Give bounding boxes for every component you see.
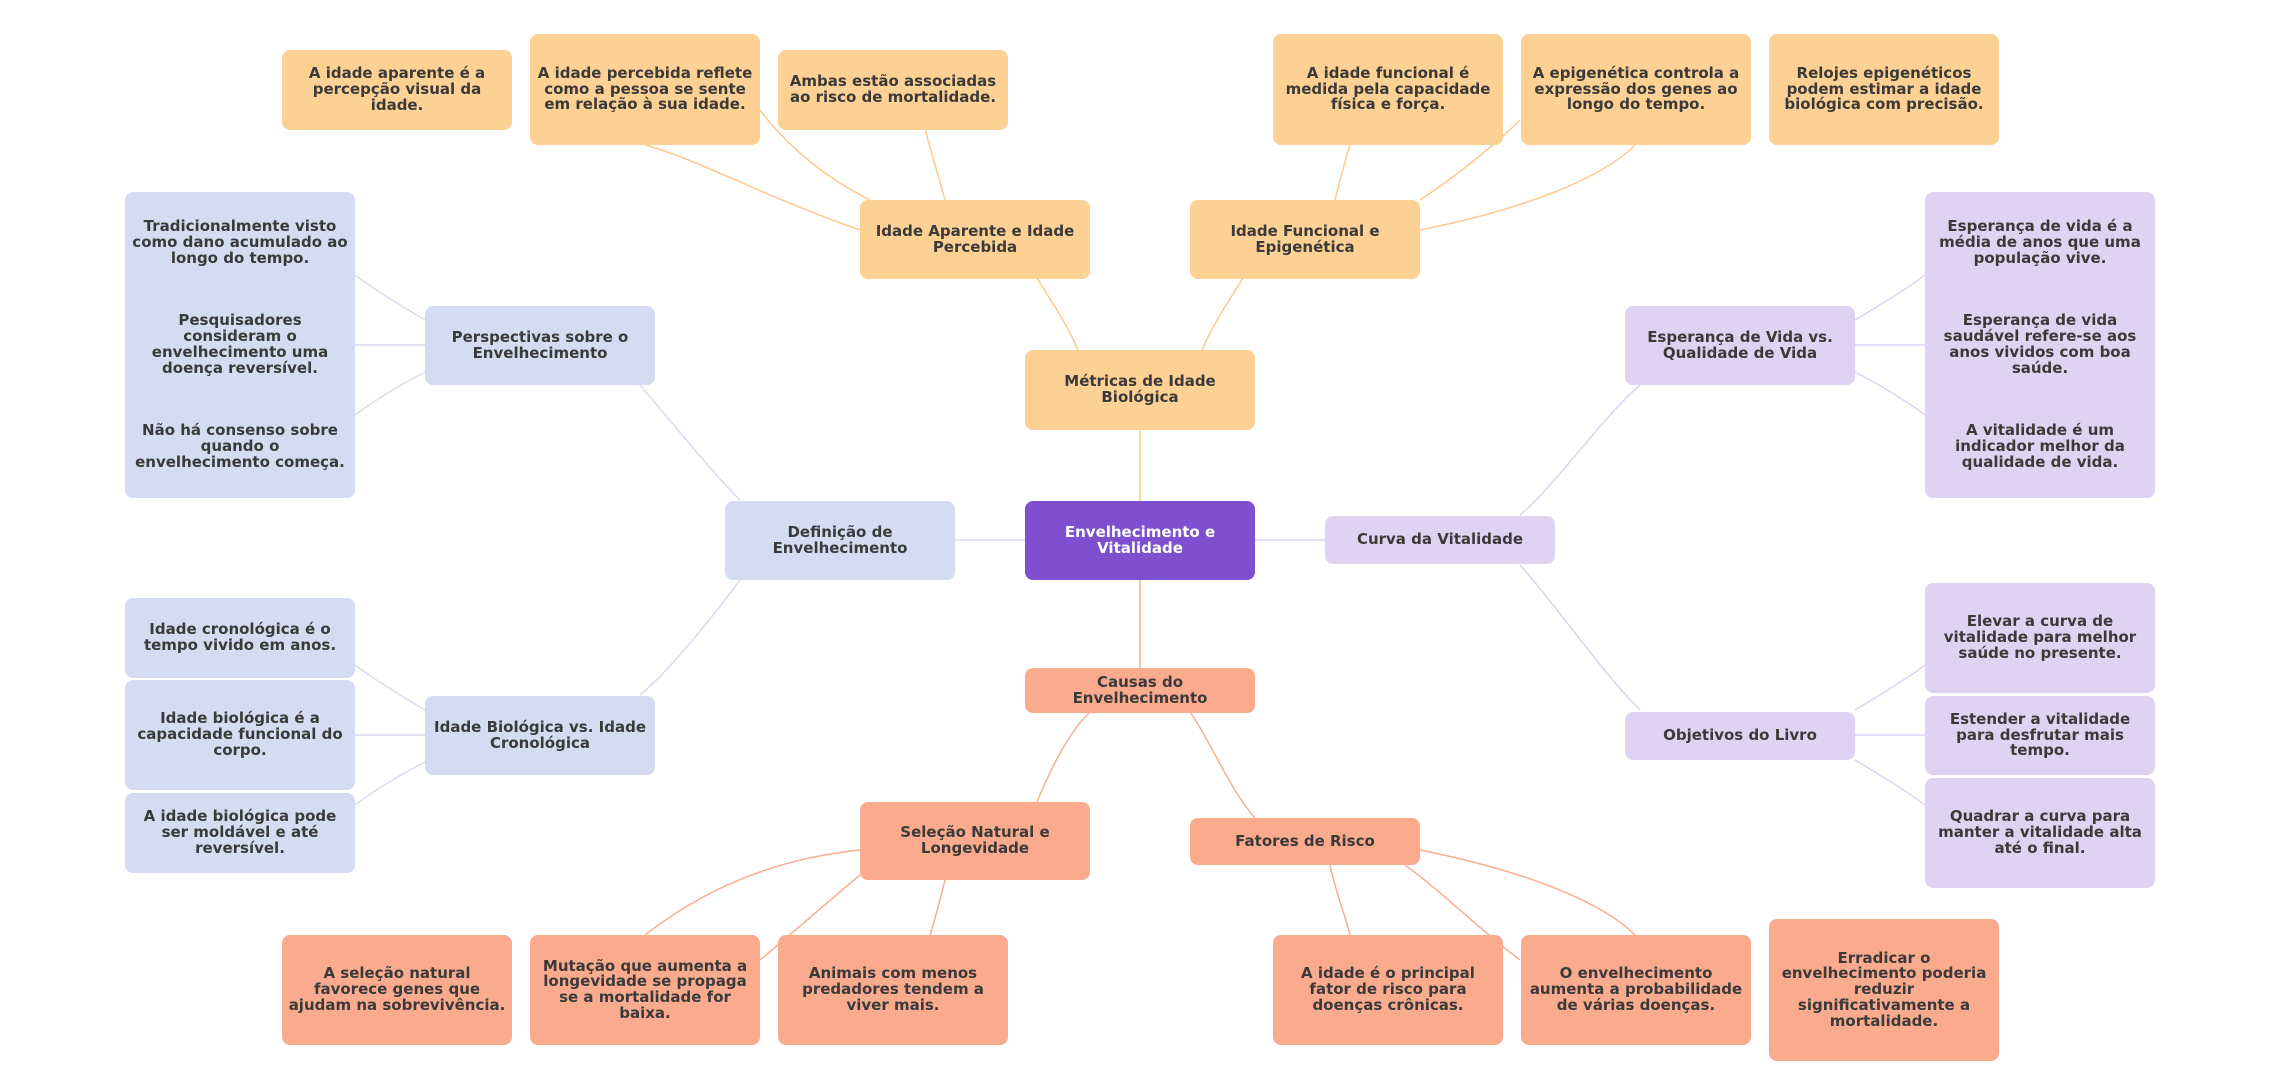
link-fatores-leaf1 bbox=[1329, 864, 1351, 936]
node-fatores[interactable]: Fatores de Risco bbox=[1190, 818, 1420, 865]
node-definicao[interactable]: Definição de Envelhecimento bbox=[725, 501, 955, 580]
node-definicao-label: Definição de Envelhecimento bbox=[772, 522, 908, 557]
link-definicao-perspectivas bbox=[639, 384, 741, 501]
leaf-perspectivas-group: Tradicionalmente visto como dano acumula… bbox=[125, 192, 355, 498]
leaf-selecao-2[interactable]: Mutação que aumenta a longevidade se pro… bbox=[530, 935, 760, 1045]
node-biologica-label: Idade Biológica vs. Idade Cronológica bbox=[434, 717, 646, 752]
root-label: Envelhecimento e Vitalidade bbox=[1064, 522, 1216, 557]
link-perspectivas-leaf1 bbox=[354, 274, 426, 321]
node-perspectivas-label: Perspectivas sobre o Envelhecimento bbox=[451, 327, 629, 362]
node-metricas[interactable]: Métricas de Idade Biológica bbox=[1025, 350, 1255, 430]
link-causas-fatores bbox=[1189, 711, 1256, 819]
node-causas[interactable]: Causas do Envelhecimento bbox=[1025, 668, 1255, 713]
leaf-funcional-3[interactable]: Relojes epigenéticos podem estimar a ida… bbox=[1769, 34, 1999, 145]
link-funcional-leaf1 bbox=[1334, 144, 1351, 201]
leaf-esperanca-1[interactable]: Esperança de vida é a média de anos que … bbox=[1939, 217, 2141, 267]
node-perspectivas[interactable]: Perspectivas sobre o Envelhecimento bbox=[425, 306, 655, 385]
leaf-perspectivas-3[interactable]: Não há consenso sobre quando o envelheci… bbox=[135, 421, 345, 471]
leaf-esperanca-2[interactable]: Esperança de vida saudável refere-se aos… bbox=[1943, 311, 2137, 377]
node-selecao-label: Seleção Natural e Longevidade bbox=[900, 823, 1050, 857]
node-funcional-label: Idade Funcional e Epigenética bbox=[1230, 221, 1380, 256]
leaf-biologica-2[interactable]: Idade biológica é a capacidade funcional… bbox=[125, 680, 355, 790]
leaf-objetivos-3[interactable]: Quadrar a curva para manter a vitalidade… bbox=[1925, 778, 2155, 888]
node-fatores-label: Fatores de Risco bbox=[1235, 831, 1375, 850]
leaf-perspectivas-2[interactable]: Pesquisadores consideram o envelheciment… bbox=[151, 311, 329, 377]
node-biologica[interactable]: Idade Biológica vs. Idade Cronológica bbox=[425, 696, 655, 775]
link-funcional-leaf3 bbox=[1419, 144, 1636, 231]
link-curva-objetivos bbox=[1519, 564, 1641, 711]
node-aparente[interactable]: Idade Aparente e Idade Percebida bbox=[860, 200, 1090, 279]
leaf-aparente-1[interactable]: A idade aparente é a percepção visual da… bbox=[282, 50, 512, 130]
leaf-objetivos-1[interactable]: Elevar a curva de vitalidade para melhor… bbox=[1925, 583, 2155, 693]
node-selecao[interactable]: Seleção Natural e Longevidade bbox=[860, 802, 1090, 880]
leaf-selecao-3[interactable]: Animais com menos predadores tendem a vi… bbox=[778, 935, 1008, 1045]
link-curva-esperanca bbox=[1519, 384, 1641, 516]
link-aparente-leaf3 bbox=[924, 127, 946, 201]
root-node[interactable]: Envelhecimento e Vitalidade bbox=[1025, 501, 1255, 580]
node-funcional[interactable]: Idade Funcional e Epigenética bbox=[1190, 200, 1420, 279]
link-objetivos-leaf3 bbox=[1854, 759, 1926, 806]
link-selecao-leaf1 bbox=[644, 849, 861, 936]
leaf-aparente-2[interactable]: A idade percebida reflete como a pessoa … bbox=[530, 34, 760, 145]
node-esperanca[interactable]: Esperança de Vida vs. Qualidade de Vida bbox=[1625, 306, 1855, 385]
link-causas-selecao bbox=[1036, 711, 1091, 803]
link-aparente-leaf1 bbox=[644, 144, 861, 231]
leaf-objetivos-2[interactable]: Estender a vitalidade para desfrutar mai… bbox=[1925, 696, 2155, 775]
link-biologica-leaf3 bbox=[354, 761, 426, 806]
link-metricas-funcional bbox=[1201, 277, 1244, 351]
node-curva-label: Curva da Vitalidade bbox=[1356, 530, 1524, 549]
node-metricas-label: Métricas de Idade Biológica bbox=[1064, 372, 1216, 406]
link-definicao-biologica bbox=[639, 579, 741, 696]
node-objetivos[interactable]: Objetivos do Livro bbox=[1625, 712, 1855, 760]
leaf-funcional-2[interactable]: A epigenética controla a expressão dos g… bbox=[1521, 34, 1751, 145]
leaf-esperanca-group: Esperança de vida é a média de anos que … bbox=[1925, 192, 2155, 498]
leaf-funcional-1[interactable]: A idade funcional é medida pela capacida… bbox=[1273, 34, 1503, 145]
link-biologica-leaf1 bbox=[354, 664, 426, 711]
leaf-biologica-3[interactable]: A idade biológica pode ser moldável e at… bbox=[125, 793, 355, 873]
leaf-selecao-1[interactable]: A seleção natural favorece genes que aju… bbox=[282, 935, 512, 1045]
link-selecao-leaf3 bbox=[929, 879, 946, 936]
leaf-aparente-3[interactable]: Ambas estão associadas ao risco de morta… bbox=[778, 50, 1008, 130]
link-esperanca-leaf1 bbox=[1854, 274, 1926, 321]
leaf-fatores-3[interactable]: Erradicar o envelhecimento poderia reduz… bbox=[1769, 919, 1999, 1061]
link-esperanca-leaf3 bbox=[1854, 371, 1926, 416]
link-fatores-leaf3 bbox=[1419, 849, 1636, 936]
node-aparente-label: Idade Aparente e Idade Percebida bbox=[875, 221, 1075, 256]
link-perspectivas-leaf3 bbox=[354, 371, 426, 416]
link-metricas-aparente bbox=[1036, 277, 1079, 351]
node-causas-label: Causas do Envelhecimento bbox=[1072, 672, 1208, 707]
node-curva[interactable]: Curva da Vitalidade bbox=[1325, 516, 1555, 564]
node-objetivos-label: Objetivos do Livro bbox=[1663, 726, 1817, 745]
leaf-biologica-1[interactable]: Idade cronológica é o tempo vivido em an… bbox=[125, 598, 355, 678]
node-esperanca-label: Esperança de Vida vs. Qualidade de Vida bbox=[1647, 327, 1833, 362]
link-objetivos-leaf1 bbox=[1854, 664, 1926, 711]
leaf-fatores-1[interactable]: A idade é o principal fator de risco par… bbox=[1273, 935, 1503, 1045]
leaf-esperanca-3[interactable]: A vitalidade é um indicador melhor da qu… bbox=[1955, 421, 2125, 471]
leaf-perspectivas-1[interactable]: Tradicionalmente visto como dano acumula… bbox=[132, 217, 348, 267]
leaf-fatores-2[interactable]: O envelhecimento aumenta a probabilidade… bbox=[1521, 935, 1751, 1045]
